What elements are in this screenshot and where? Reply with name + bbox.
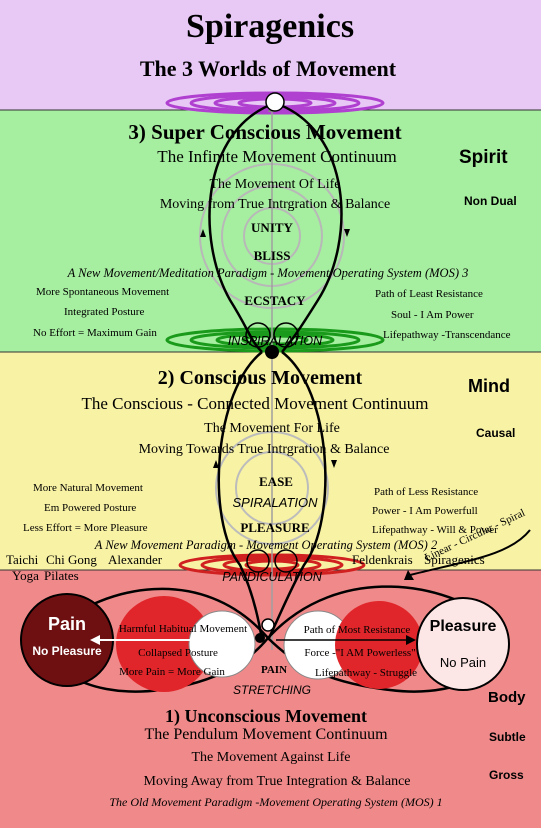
world2-state-ease: EASE [259, 474, 293, 489]
world3-line1: The Movement Of Life [209, 177, 341, 192]
spectrum-arrow-icon [404, 570, 414, 580]
world1-left3: More Pain = More Gain [119, 666, 225, 678]
method-taichi: Taichi [6, 552, 39, 567]
world1-right1: Path of Most Resistance [303, 624, 411, 636]
crossing-circles [245, 322, 299, 573]
middle-loop-right [266, 351, 327, 641]
spirit-band [0, 110, 541, 352]
mind-band [0, 352, 541, 570]
world3-state-ecstacy: ECSTACY [244, 293, 306, 308]
world2-left3: Less Effort = More Pleasure [23, 522, 148, 534]
world2-paradigm: A New Movement Paradigm - Movement Opera… [94, 538, 438, 552]
spectrum-arc [409, 529, 531, 576]
world3-state-bliss: BLISS [253, 248, 291, 263]
world1-right2: Force -"I AM Powerless" [304, 647, 416, 659]
method-pilates: Pilates [44, 568, 79, 583]
world3-left1: More Spontaneous Movement [36, 286, 170, 298]
world2-left2: Em Powered Posture [44, 502, 137, 514]
flow-arrow-icon [344, 229, 350, 237]
lower-node-solid [255, 633, 265, 643]
world2-heading: 2) Conscious Movement [157, 367, 363, 389]
world2-line1: The Movement For Life [204, 421, 340, 436]
world3-right1: Path of Least Resistance [375, 288, 483, 300]
world3-left3: No Effort = Maximum Gain [33, 327, 157, 339]
world3-portal: INSPIRALATION [227, 334, 323, 348]
method-alexander: Alexander [108, 552, 163, 567]
world1-paradigm: The Old Movement Paradigm -Movement Oper… [109, 795, 443, 809]
pleasure-arrowhead-icon [406, 635, 416, 645]
world1-qualifier-gross: Gross [489, 768, 524, 782]
world2-portal: PANDICULATION [222, 570, 322, 584]
pleasure-title: Pleasure [429, 618, 497, 635]
world2-left1: More Natural Movement [33, 482, 143, 494]
habitual-circle [188, 610, 256, 678]
world1-heading: 1) Unconscious Movement [165, 706, 367, 726]
flow-arrow-icon [200, 229, 206, 237]
world3-realm: Spirit [459, 147, 508, 168]
world2-line2: Moving Towards True Intrgration & Balanc… [138, 442, 390, 457]
world3-left2: Integrated Posture [64, 306, 145, 318]
page-subtitle: The 3 Worlds of Movement [139, 56, 397, 81]
method-chi-gong: Chi Gong [46, 552, 97, 567]
world3-right2: Soul - I Am Power [391, 309, 474, 321]
method-feldenkrais: Feldenkrais [352, 552, 413, 567]
world2-state-pleasure: PLEASURE [240, 520, 310, 535]
world3-paradigm: A New Movement/Meditation Paradigm - Mov… [67, 266, 469, 280]
world1-center-stretching: STRETCHING [233, 683, 311, 697]
method-spiragenics: Spiragenics [424, 552, 485, 567]
flow-arrow-icon [331, 460, 337, 468]
world1-line2: Moving Away from True Integration & Bala… [143, 774, 411, 789]
world2-right3: Lifepathway - Will & Power [372, 524, 498, 536]
world3-right3: Lifepathway -Transcendance [383, 329, 511, 341]
world2-right1: Path of Less Resistance [374, 486, 479, 498]
lower-node-open [261, 618, 275, 632]
page-title: Spiragenics [185, 8, 355, 45]
pleasure-subtitle: No Pain [439, 655, 487, 670]
world2-qualifier: Causal [476, 426, 516, 440]
world1-continuum: The Pendulum Movement Continuum [144, 726, 388, 743]
pain-subtitle: No Pleasure [32, 644, 102, 658]
world1-realm: Body [488, 689, 526, 706]
world2-realm: Mind [468, 376, 510, 396]
world3-continuum: The Infinite Movement Continuum [157, 147, 397, 166]
world2-continuum: The Conscious - Connected Movement Conti… [81, 394, 429, 413]
middle-loop-left [217, 351, 264, 641]
world1-center-pain: PAIN [260, 664, 288, 676]
method-yoga: Yoga [12, 568, 39, 583]
upper-loop-right [274, 101, 343, 353]
force-circle [335, 601, 423, 689]
world3-line2: Moving from True Intrgration & Balance [159, 197, 391, 212]
pain-title: Pain [47, 614, 87, 634]
world3-qualifier: Non Dual [464, 194, 517, 208]
world1-left1: Harmful Habitual Movement [118, 623, 248, 635]
mid-node [265, 345, 279, 359]
world2-state-spiralation: SPIRALATION [232, 495, 318, 510]
top-node [265, 92, 285, 112]
pleasure-circle [416, 597, 510, 691]
upper-loop-left [208, 101, 276, 353]
world2-right2: Power - I Am Powerfull [372, 505, 478, 517]
harmful-circle [116, 596, 212, 692]
world1-line1: The Movement Against Life [191, 750, 351, 765]
flow-arrow-icon [213, 460, 219, 468]
world1-right3: Lifepathway - Struggle [314, 667, 418, 679]
pain-arrowhead-icon [90, 635, 100, 645]
flow-arrows [200, 229, 350, 468]
world3-state-unity: UNITY [251, 220, 293, 235]
world1-qualifier-subtle: Subtle [489, 730, 526, 744]
world3-heading: 3) Super Conscious Movement [128, 120, 402, 144]
world1-left2: Collapsed Posture [138, 647, 218, 659]
